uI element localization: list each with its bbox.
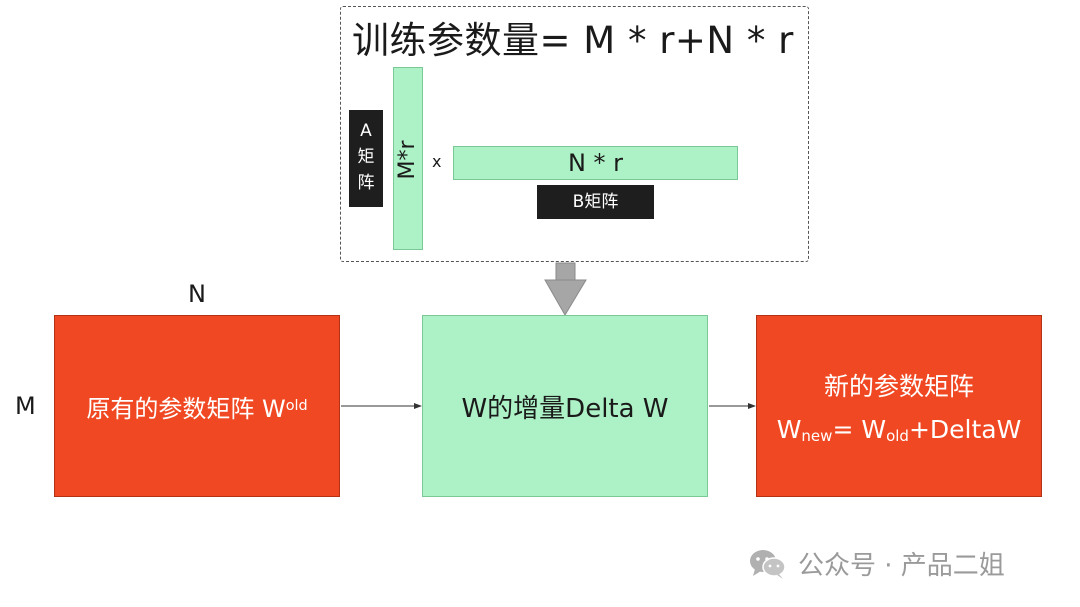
matrix-a-label: A 矩 阵 — [349, 110, 383, 207]
arrow-left-to-mid — [341, 403, 422, 409]
matrix-a-label-char: A — [360, 121, 372, 141]
matrix-b-label: B矩阵 — [537, 185, 654, 219]
new-weight-equation: Wnew= Wold+DeltaW — [777, 415, 1022, 445]
matrix-b-bar: N * r — [453, 146, 738, 180]
new-weight-sub-old: old — [886, 427, 909, 445]
delta-weight-text: W的增量Delta W — [461, 393, 669, 424]
new-weight-title: 新的参数矩阵 — [823, 372, 974, 401]
down-arrow — [544, 262, 587, 316]
wechat-icon — [750, 549, 786, 579]
param-count-formula: 训练参数量= M * r+N * r — [352, 19, 794, 62]
watermark: 公众号 · 产品二姐 — [748, 545, 1005, 582]
lora-param-box — [340, 6, 809, 262]
original-weight-subscript: old — [285, 398, 308, 414]
new-weight-box: 新的参数矩阵 Wnew= Wold+DeltaW — [756, 315, 1042, 497]
dimension-m-label: M — [15, 392, 36, 420]
matrix-a-bar — [393, 67, 423, 250]
matrix-a-label-char: 阵 — [357, 173, 375, 193]
dimension-n-label: N — [188, 280, 206, 308]
new-weight-sub-new: new — [801, 427, 833, 445]
watermark-text: 公众号 · 产品二姐 — [798, 551, 1005, 581]
matrix-a-label-char: 矩 — [357, 147, 375, 167]
new-weight-tail: +DeltaW — [908, 415, 1022, 444]
arrow-mid-to-right — [709, 403, 756, 409]
original-weight-text: 原有的参数矩阵 W — [86, 394, 286, 423]
new-weight-w: W — [776, 415, 802, 444]
multiply-symbol: x — [432, 152, 442, 171]
new-weight-eq: = W — [832, 415, 887, 444]
matrix-a-dim: M*r — [395, 140, 420, 180]
delta-weight-box: W的增量Delta W — [422, 315, 708, 497]
